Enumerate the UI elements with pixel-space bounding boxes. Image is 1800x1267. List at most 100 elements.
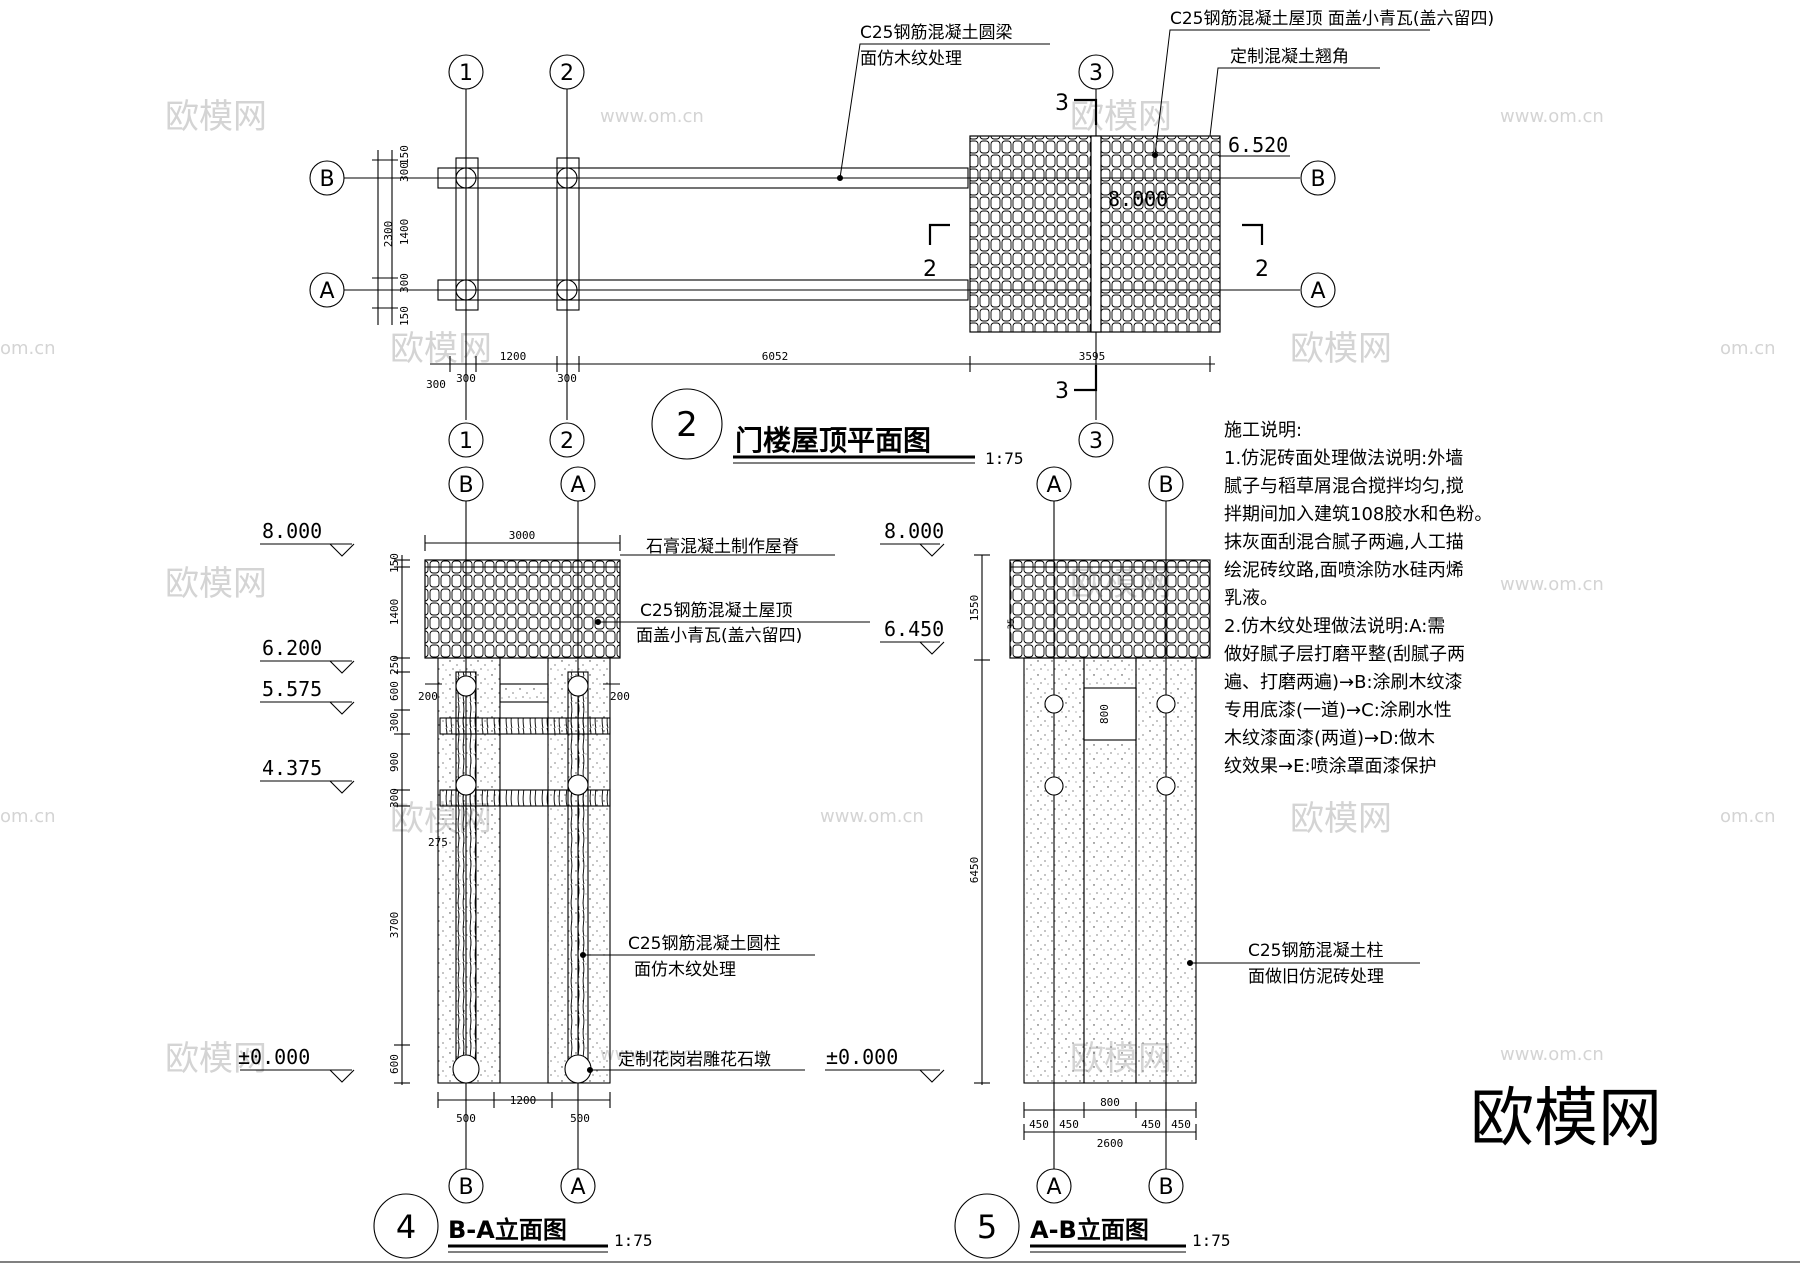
watermark-url: www.om.cn xyxy=(1500,574,1604,595)
dim-label: 6052 xyxy=(762,350,789,363)
column-2a xyxy=(556,279,578,301)
grid-label-a: A xyxy=(570,473,585,498)
watermark-brand: 欧模网 xyxy=(165,1039,267,1079)
watermark-brand: 欧模网 xyxy=(165,97,267,137)
grid-label-b: B xyxy=(458,1175,473,1200)
watermark-url: om.cn xyxy=(1720,338,1776,359)
grid-bubble-2-bottom xyxy=(549,422,585,458)
dim-label: 300 xyxy=(398,162,411,182)
grid-bubble-2 xyxy=(549,54,585,90)
grid-bubble-1 xyxy=(448,54,484,90)
grid-label-b: B xyxy=(458,473,473,498)
watermark-brand: 欧模网 xyxy=(1070,97,1172,137)
elevation-a-b xyxy=(954,466,1420,1259)
column-left xyxy=(455,671,477,1071)
grid-label-a: A xyxy=(570,1175,585,1200)
wall-left xyxy=(1023,657,1085,1084)
dim-label: 450 xyxy=(1141,1118,1161,1131)
notes-line: 专用底漆(一道)→C:涂刷水性 xyxy=(1224,700,1452,721)
notes-line: 绘泥砖纹路,面喷涂防水硅丙烯 xyxy=(1224,560,1464,581)
watermark-brand: 欧模网 xyxy=(1290,329,1392,369)
watermark-brand: 欧模网 xyxy=(390,329,492,369)
section-mark-label: 2 xyxy=(923,257,937,282)
elevation-b-a-labels: B A B A 8.000 6.200 5.575 4.375 ±0.000 8… xyxy=(238,473,944,1250)
watermark-brand: 欧模网 xyxy=(165,564,267,604)
dim-label: 600 xyxy=(388,1054,401,1074)
notes-line: 木纹漆面漆(两道)→D:做木 xyxy=(1224,728,1435,749)
dim-label: 3700 xyxy=(388,912,401,939)
column-pair-2 xyxy=(556,157,580,311)
elevation-ba-title-number: 4 xyxy=(396,1208,416,1246)
grid-bubble-3-bottom xyxy=(1078,422,1114,458)
dim-label: 300 xyxy=(398,273,411,293)
dim-label: 1550 xyxy=(968,595,981,622)
dim-label: 300 xyxy=(388,788,401,808)
grid-label-3: 3 xyxy=(1089,61,1103,86)
notes-line: 拌期间加入建筑108胶水和色粉。 xyxy=(1224,504,1492,525)
level-label: 8.000 xyxy=(884,519,944,543)
watermark-url: www.om.cn xyxy=(1500,106,1604,127)
watermark-url: om.cn xyxy=(0,806,56,827)
callout-column-finish: 面仿木纹处理 xyxy=(634,960,736,980)
callout-base: 定制花岗岩雕花石墩 xyxy=(618,1050,771,1070)
dim-label: 1200 xyxy=(510,1094,537,1107)
elevation-ba-scale: 1:75 xyxy=(614,1231,653,1250)
elevation-a-b-labels: A B A B 1550 6450 35 800 450 450 800 450… xyxy=(968,473,1384,1250)
callout-column-finish: 面做旧仿泥砖处理 xyxy=(1248,967,1384,987)
notes-line: 腻子与稻草屑混合搅拌均匀,搅 xyxy=(1224,476,1464,497)
watermark-url: www.om.cn xyxy=(600,1044,704,1065)
section-mark-label: 3 xyxy=(1055,91,1069,116)
plan-title-number: 2 xyxy=(676,405,698,445)
callout-corner: 定制混凝土翘角 xyxy=(1230,47,1349,67)
grid-bubble-b xyxy=(309,160,345,196)
level-label: 6.450 xyxy=(884,617,944,641)
elevation-label: 6.520 xyxy=(1228,133,1288,157)
grid-bubble-b-right xyxy=(1300,160,1336,196)
dim-label: 250 xyxy=(388,655,401,675)
notes-line: 纹效果→E:喷涂罩面漆保护 xyxy=(1224,756,1437,777)
notes-line: 抹灰面刮混合腻子两遍,人工描 xyxy=(1224,532,1464,553)
grid-label-a: A xyxy=(1046,473,1061,498)
dim-label: 1200 xyxy=(500,350,527,363)
column-2b xyxy=(556,167,578,189)
dim-label: 3595 xyxy=(1079,350,1106,363)
plan-title: 门楼屋顶平面图 xyxy=(735,424,931,457)
grid-label-b: B xyxy=(1158,473,1173,498)
roof-tiles xyxy=(1009,559,1211,659)
callout-roof: C25钢筋混凝土屋顶 面盖小青瓦(盖六留四) xyxy=(1170,9,1494,29)
elevation-ba-title-circle xyxy=(373,1193,439,1259)
dim-label: 300 xyxy=(557,372,577,385)
roof-plan xyxy=(309,29,1430,464)
plan-title-circle xyxy=(651,388,723,460)
grid-label-1: 1 xyxy=(459,429,473,454)
roof-outline xyxy=(424,559,621,659)
dim-label: 6450 xyxy=(968,857,981,884)
notes-line: 遍、打磨两遍)→B:涂刷木纹漆 xyxy=(1224,672,1463,693)
section-mark-label: 2 xyxy=(1255,257,1269,282)
construction-notes: 施工说明: 1.仿泥砖面处理做法说明:外墙 腻子与稻草屑混合搅拌均匀,搅 拌期间… xyxy=(1224,420,1492,777)
watermark-url: om.cn xyxy=(1720,806,1776,827)
roof-ridge xyxy=(1090,135,1102,333)
dim-label: 2600 xyxy=(1097,1137,1124,1150)
watermark-url: om.cn xyxy=(0,338,56,359)
dim-label: 300 xyxy=(426,378,446,391)
dim-label: 3000 xyxy=(509,529,536,542)
dim-label: 900 xyxy=(388,752,401,772)
dim-label: 300 xyxy=(456,372,476,385)
dim-label: 600 xyxy=(388,681,401,701)
dim-label: 500 xyxy=(456,1112,476,1125)
elevation-ba-title: B-A立面图 xyxy=(448,1216,567,1244)
grid-bubble-a-right xyxy=(1300,272,1336,308)
callout-ridge: 石膏混凝土制作屋脊 xyxy=(646,536,799,557)
watermark-url: www.om.cn xyxy=(1500,1044,1604,1065)
watermarks: 欧模网 欧模网 www.om.cn www.om.cn om.cn 欧模网 欧模… xyxy=(0,97,1776,1079)
dim-label: 450 xyxy=(1059,1118,1079,1131)
grid-label-a: A xyxy=(1046,1175,1061,1200)
dim-label: 275 xyxy=(428,836,448,849)
grid-bubble-a xyxy=(309,272,345,308)
watermark-url: www.om.cn xyxy=(820,806,924,827)
level-label: ±0.000 xyxy=(826,1045,898,1069)
roof-plan-labels: 1 2 3 1 2 3 B A B A 6.520 8.000 2 2 3 3 … xyxy=(319,9,1494,468)
dim-label: 800 xyxy=(1100,1096,1120,1109)
